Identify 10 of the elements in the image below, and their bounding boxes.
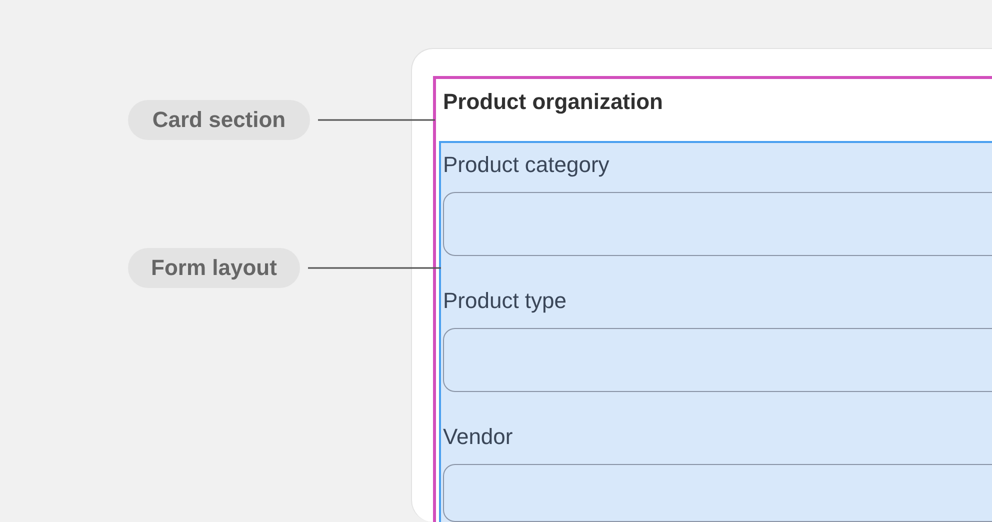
leader-line — [308, 267, 441, 269]
field-label: Product type — [443, 288, 567, 314]
section-heading: Product organization — [443, 89, 663, 115]
form-layout-area — [439, 141, 992, 522]
field-label: Product category — [443, 152, 610, 178]
leader-line — [318, 119, 435, 121]
annotation-label: Form layout — [128, 248, 300, 288]
card-section-outline — [433, 76, 992, 522]
field-label: Vendor — [443, 424, 513, 450]
annotation-label: Card section — [128, 100, 310, 140]
